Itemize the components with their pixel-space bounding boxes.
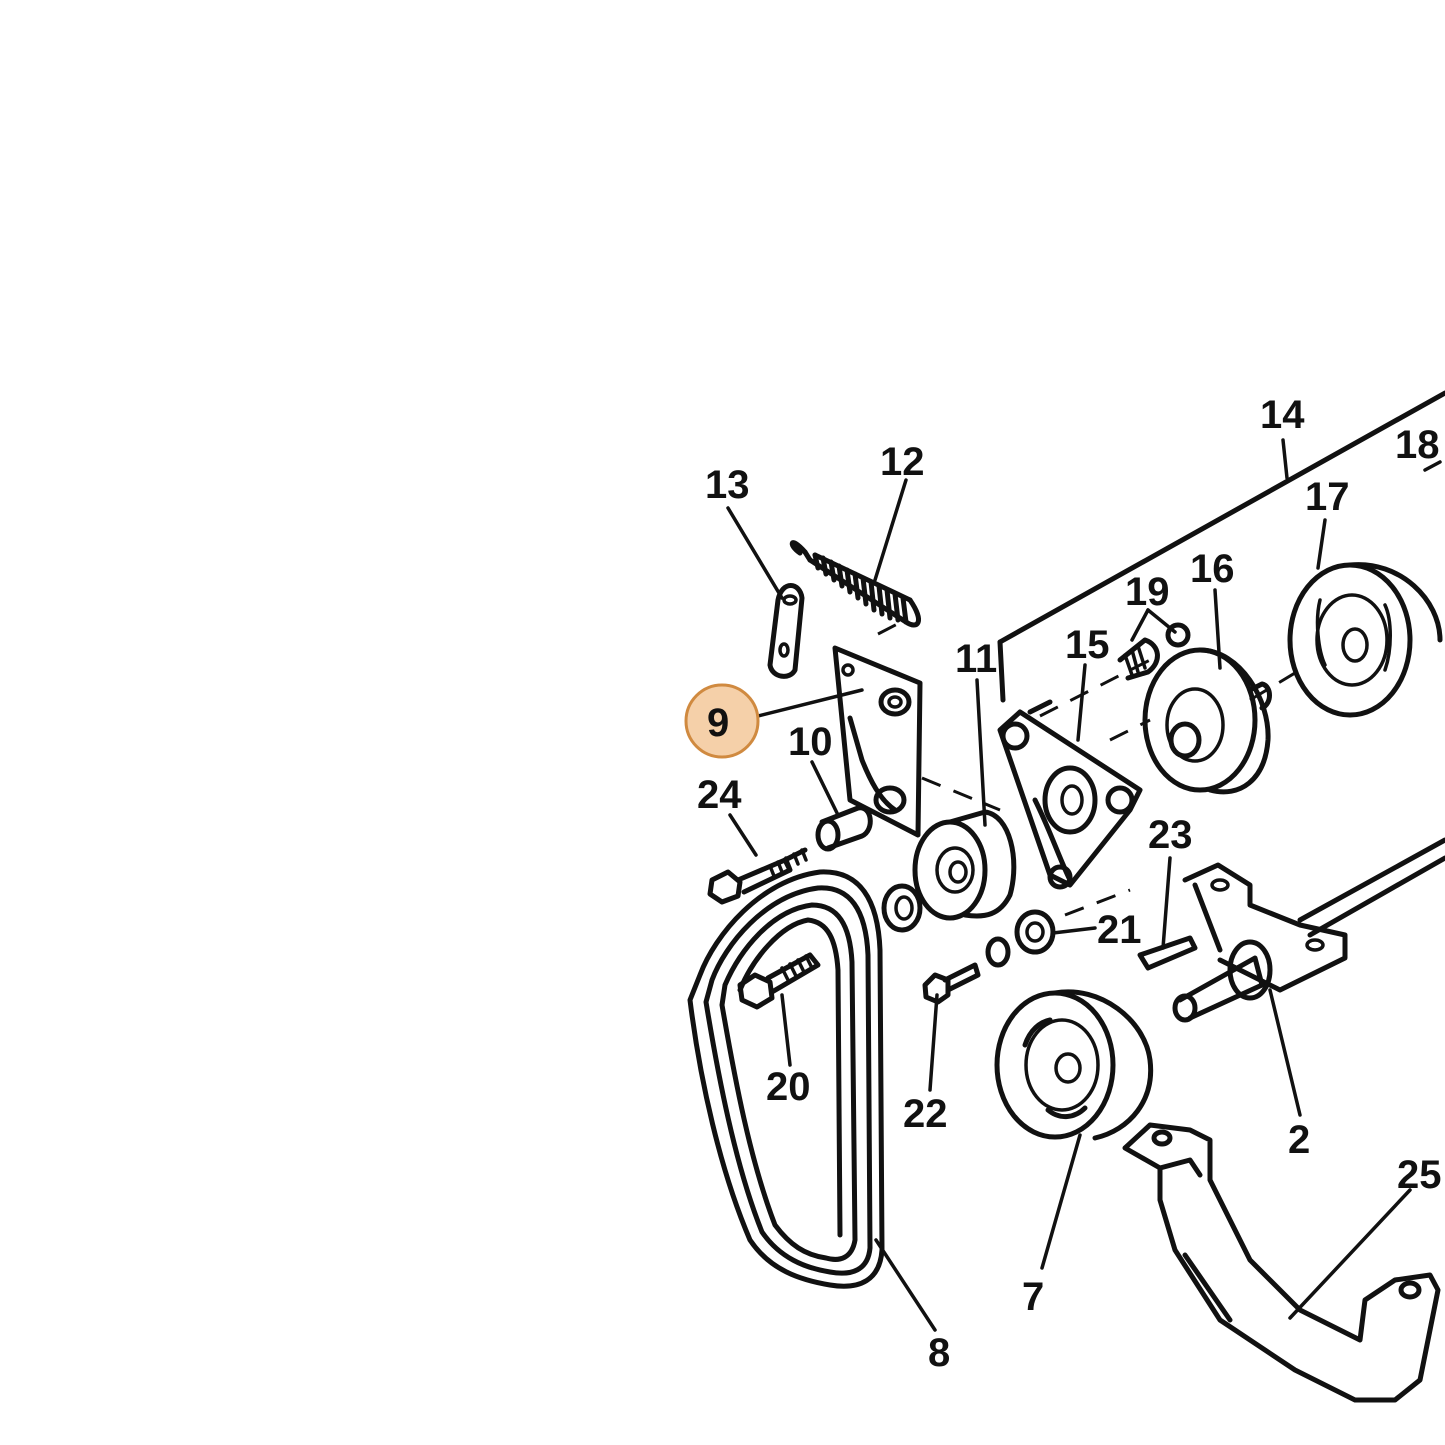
callout-18[interactable]: 18	[1395, 423, 1440, 467]
callout-12[interactable]: 12	[880, 440, 925, 484]
washer-near-11	[881, 883, 923, 933]
washer-part-21	[985, 909, 1056, 968]
callout-15[interactable]: 15	[1065, 623, 1110, 667]
highlight-circle-9[interactable]	[684, 683, 760, 759]
callout-24[interactable]: 24	[697, 773, 742, 817]
callout-11[interactable]: 11	[955, 637, 997, 681]
callout-7[interactable]: 7	[1022, 1275, 1044, 1319]
spacer-part-10	[815, 805, 873, 852]
leader-lines	[726, 438, 1442, 1332]
callout-labels: 14 18 12 13 17 16 19 15 11 9 10 24 23 21…	[697, 393, 1442, 1375]
belt-part-8	[687, 869, 885, 1289]
callout-8[interactable]: 8	[928, 1331, 950, 1375]
fitting-part-19	[1117, 622, 1191, 681]
pulley-part-17	[1287, 562, 1443, 718]
callout-20[interactable]: 20	[766, 1065, 811, 1109]
callout-23[interactable]: 23	[1148, 813, 1193, 857]
callout-17[interactable]: 17	[1305, 475, 1350, 519]
bracket-part-9	[832, 645, 923, 838]
spring-part-12	[789, 540, 921, 628]
link-part-13	[767, 583, 805, 679]
callout-10[interactable]: 10	[788, 720, 833, 764]
callout-16[interactable]: 16	[1190, 547, 1235, 591]
callout-2[interactable]: 2	[1288, 1118, 1310, 1162]
bracket-part-25	[1122, 1122, 1441, 1403]
idler-bracket-part-15	[997, 699, 1143, 890]
key-part-23	[1137, 935, 1198, 971]
callout-9[interactable]: 9	[707, 701, 729, 745]
frame-lines	[997, 390, 1445, 938]
bolt-part-20	[737, 952, 821, 1010]
bolt-part-22	[922, 962, 981, 1005]
pulley-part-7	[994, 989, 1154, 1141]
callout-21[interactable]: 21	[1097, 908, 1142, 952]
callout-25[interactable]: 25	[1397, 1153, 1442, 1197]
callout-22[interactable]: 22	[903, 1092, 948, 1136]
callout-19[interactable]: 19	[1125, 570, 1170, 614]
pulley-part-16	[1142, 647, 1272, 795]
callout-13[interactable]: 13	[705, 463, 750, 507]
pulley-part-11	[912, 809, 1017, 921]
shaft-part-2	[1172, 862, 1348, 1023]
callout-14[interactable]: 14	[1260, 393, 1305, 437]
bolt-part-24	[707, 847, 808, 905]
